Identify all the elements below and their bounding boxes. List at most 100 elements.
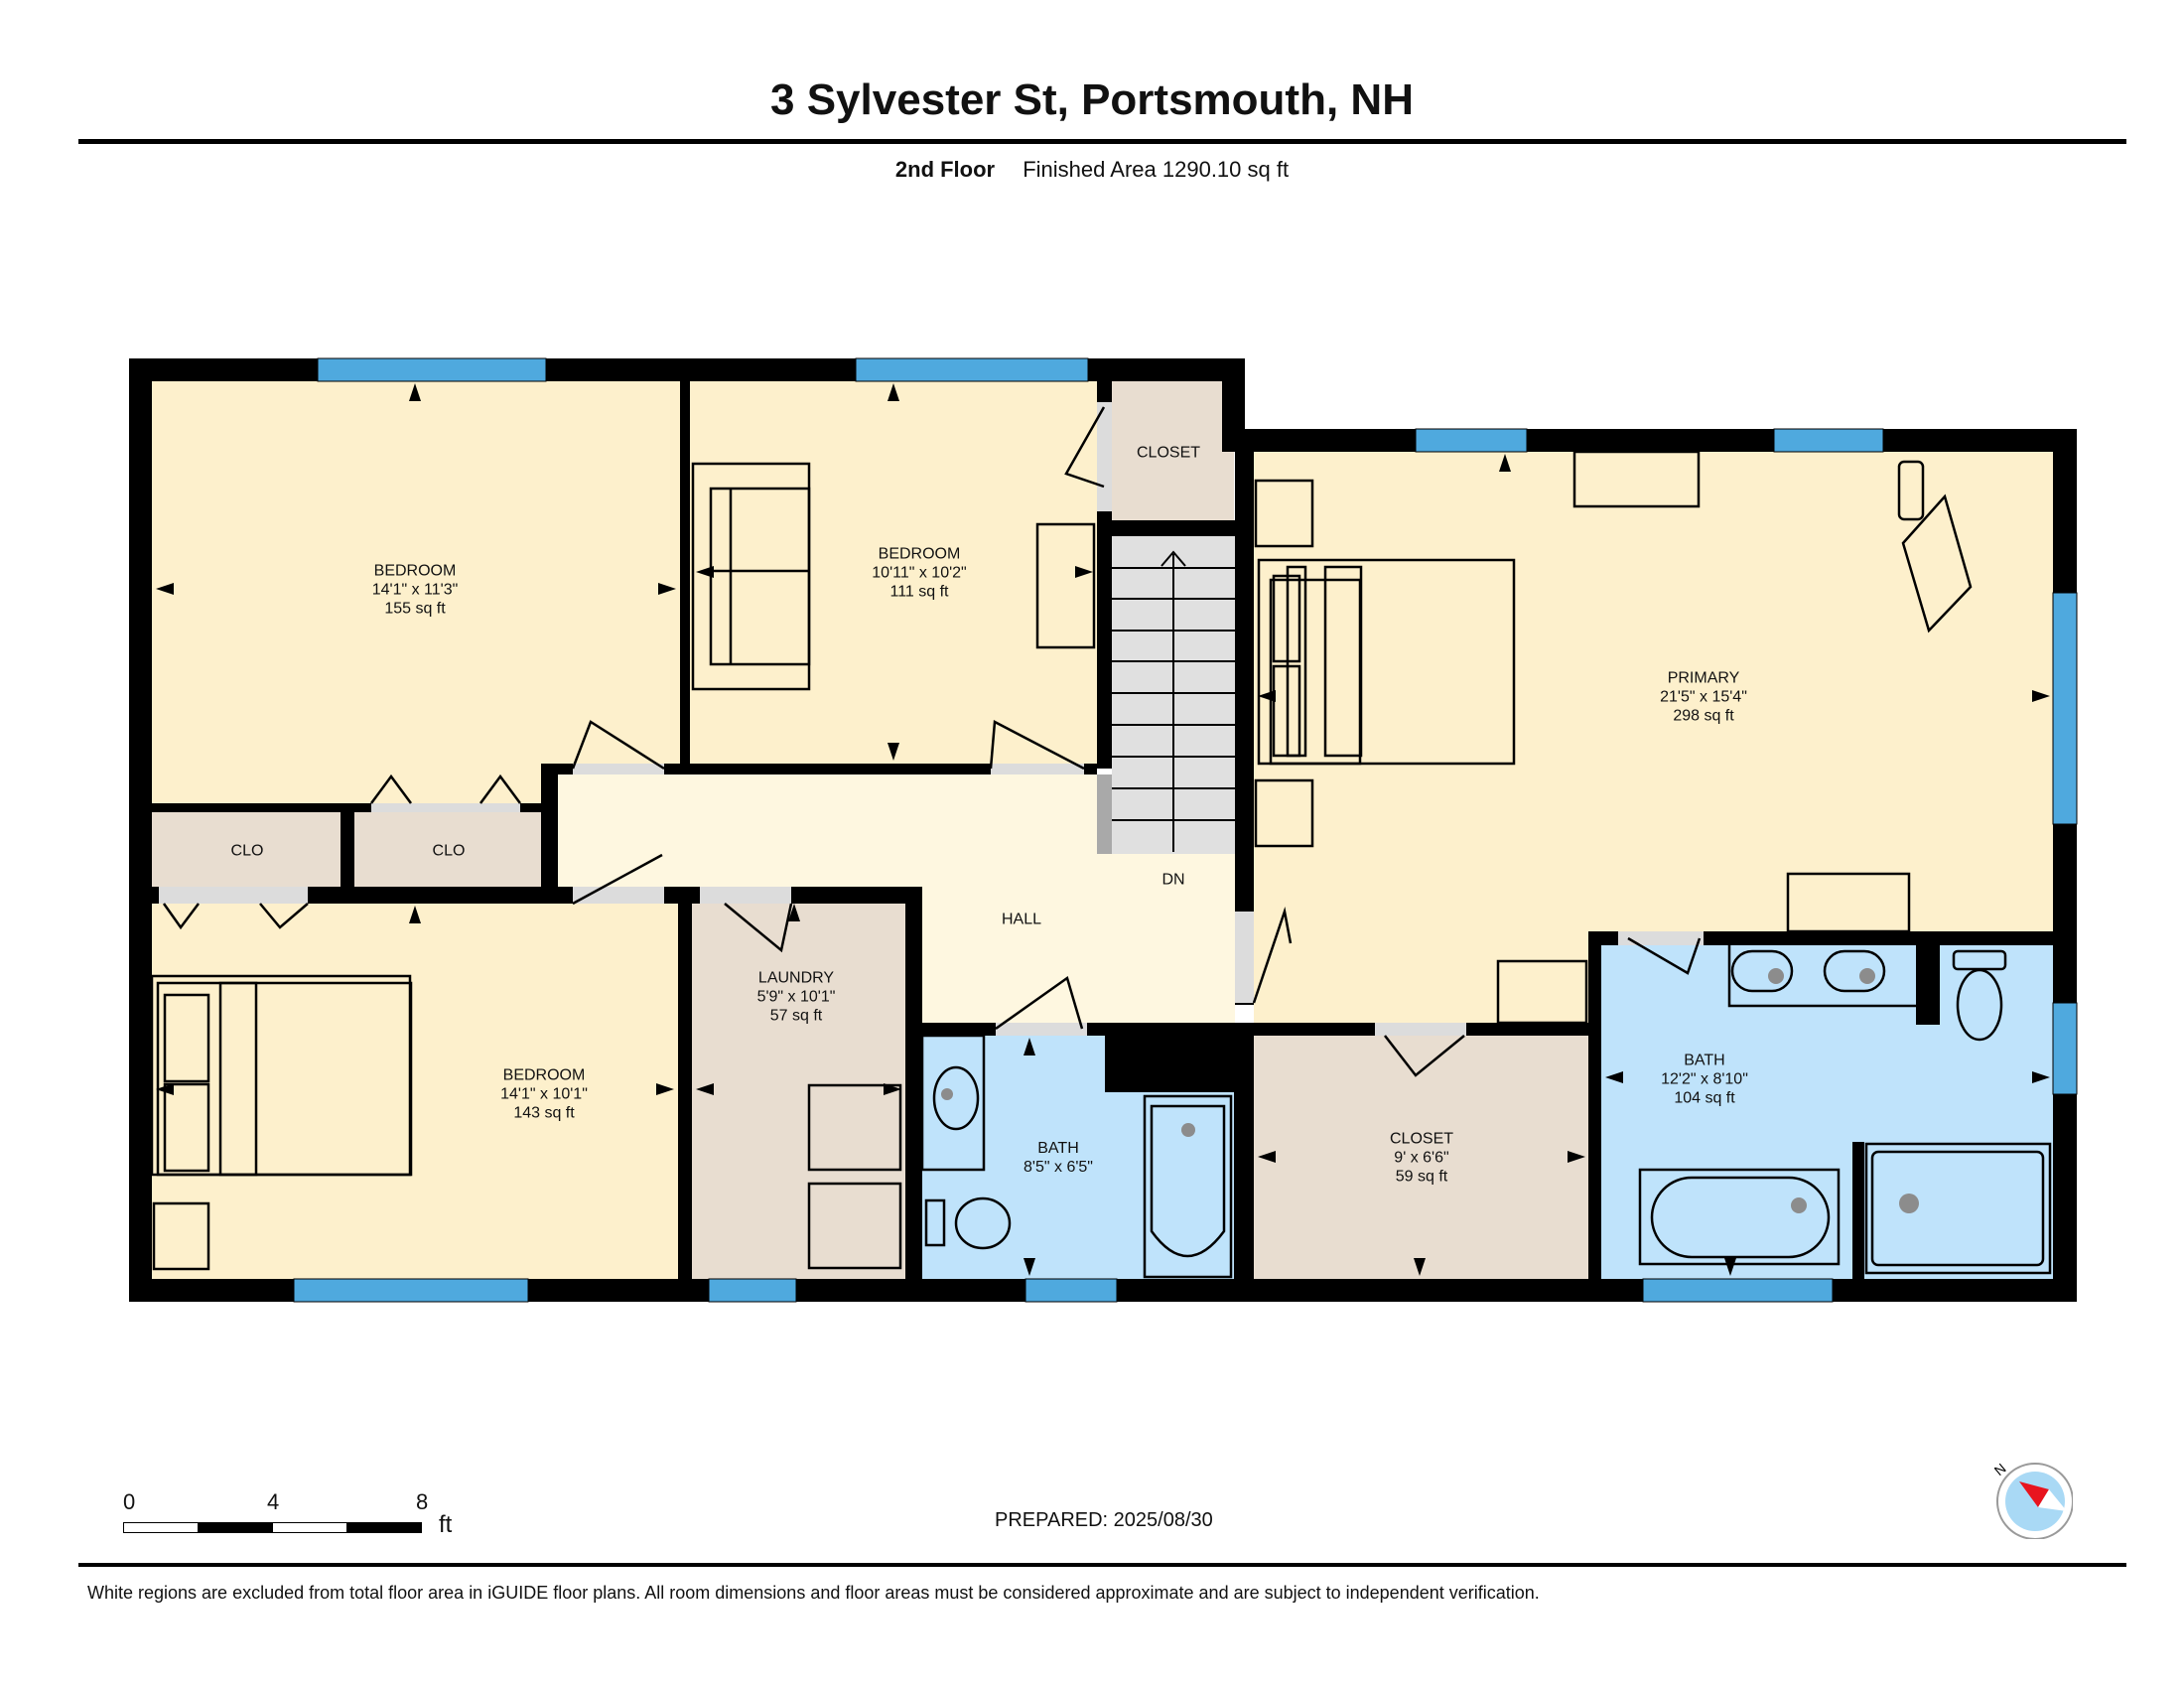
room-name: BEDROOM: [502, 1066, 586, 1084]
bed: [1257, 558, 1516, 766]
room-name: BEDROOM: [878, 545, 961, 563]
room-area: 155 sq ft: [384, 600, 446, 618]
fixture-taps: [941, 968, 1919, 1213]
sink: [1823, 949, 1886, 993]
room-label-bedroom-sw: BEDROOM 14'1" x 10'1" 143 sq ft: [500, 1066, 588, 1123]
room-dims: 10'11" x 10'2": [872, 564, 967, 582]
room-label-bath-hall: BATH 8'5" x 6'5": [1024, 1139, 1093, 1177]
room-area: 104 sq ft: [1674, 1089, 1735, 1107]
room-name: HALL: [1001, 911, 1042, 928]
room-name: CLOSET: [1136, 444, 1201, 462]
room-name: BEDROOM: [373, 562, 457, 580]
window: [1773, 428, 1884, 453]
scale-segment: [272, 1522, 347, 1533]
room-area: 57 sq ft: [769, 1007, 823, 1025]
prepared-date: PREPARED: 2025/08/30: [995, 1509, 1213, 1531]
windows: [293, 357, 2078, 1303]
washer: [807, 1083, 902, 1172]
room-label-laundry: LAUNDRY 5'9" x 10'1" 57 sq ft: [757, 969, 836, 1026]
scale-segment: [346, 1522, 422, 1533]
room-dims: 8'5" x 6'5": [1024, 1159, 1093, 1176]
door-openings: [159, 402, 1704, 1036]
room-dims: 21'5" x 15'4": [1660, 688, 1747, 706]
room-area: 111 sq ft: [889, 583, 949, 601]
window: [2052, 592, 2078, 825]
scale-unit: ft: [439, 1511, 453, 1538]
dryer: [807, 1182, 902, 1270]
window: [1415, 428, 1528, 453]
room-bedroom-n: [690, 381, 1097, 764]
room-name: CLO: [432, 842, 466, 860]
door-swings: [162, 406, 1702, 1077]
bench: [1496, 959, 1588, 1025]
window: [293, 1278, 529, 1303]
room-clo-1: [152, 812, 341, 887]
furniture: [150, 450, 2052, 1279]
room-dims: 5'9" x 10'1": [756, 988, 836, 1006]
room-label-primary: PRIMARY 21'5" x 15'4" 298 sq ft: [1660, 669, 1747, 726]
room-dims: 14'1" x 10'1": [500, 1085, 588, 1103]
room-primary: [1254, 452, 2053, 1023]
scale-tick-8: 8: [416, 1489, 429, 1514]
room-label-bedroom-n: BEDROOM 10'11" x 10'2" 111 sq ft: [872, 545, 966, 602]
room-area: 59 sq ft: [1395, 1168, 1448, 1186]
scale-segment: [123, 1522, 199, 1533]
room-label-closet-s: CLOSET 9' x 6'6" 59 sq ft: [1390, 1130, 1453, 1187]
room-dims: 14'1" x 11'3": [371, 581, 459, 599]
toilet: [954, 1196, 1012, 1250]
floor-name: 2nd Floor: [894, 157, 996, 182]
nightstand: [1254, 479, 1314, 548]
bathtub: [1638, 1168, 1841, 1266]
window: [1024, 1278, 1118, 1303]
scale-tick-4: 4: [267, 1489, 280, 1514]
room-bath-hall-tub: [1143, 1092, 1234, 1279]
disclaimer-text: White regions are excluded from total fl…: [87, 1583, 1540, 1603]
room-laundry: [692, 904, 905, 1279]
dresser: [1786, 872, 1911, 933]
window: [708, 1278, 797, 1303]
room-name: LAUNDRY: [757, 969, 835, 987]
stair-treads: [1112, 550, 1235, 852]
compass-icon: N: [1991, 1460, 2074, 1540]
room-name: BATH: [1684, 1052, 1725, 1069]
scale-bar: 0 4 8 ft: [123, 1489, 452, 1549]
room-label-hall: HALL: [1002, 911, 1041, 929]
room-area: 298 sq ft: [1673, 707, 1734, 725]
room-name: DN: [1161, 871, 1185, 889]
room-closet-n: [1111, 381, 1234, 520]
room-bedroom-nw: [152, 381, 680, 810]
room-label-stairs-down: DN: [1161, 871, 1184, 890]
shower: [1864, 1142, 2052, 1275]
footer-divider: [78, 1563, 2126, 1567]
room-label-bath-primary: BATH 12'2" x 8'10" 104 sq ft: [1661, 1052, 1748, 1108]
armchair: [1901, 493, 1973, 633]
scale-segment: [198, 1522, 273, 1533]
toilet: [1956, 968, 2003, 1042]
room-label-clo-2: CLO: [433, 842, 466, 861]
window: [317, 357, 547, 382]
nightstand: [152, 1201, 210, 1271]
room-label-clo-1: CLO: [231, 842, 264, 861]
window: [2052, 1002, 2078, 1095]
page-title: 3 Sylvester St, Portsmouth, NH: [770, 75, 1414, 124]
vanity: [920, 1034, 986, 1172]
room-bedroom-sw: [152, 904, 678, 1279]
room-clo-2: [354, 812, 543, 887]
floor-subtitle: 2nd Floor Finished Area 1290.10 sq ft: [0, 157, 2184, 183]
dresser: [1572, 450, 1701, 508]
room-fills: [152, 381, 2053, 1279]
window: [1642, 1278, 1834, 1303]
room-area: 143 sq ft: [513, 1104, 575, 1122]
vanity: [1727, 939, 1916, 1008]
room-label-closet-n: CLOSET: [1137, 444, 1200, 463]
room-name: PRIMARY: [1667, 669, 1740, 687]
room-name: CLOSET: [1389, 1130, 1454, 1148]
scale-tick-0: 0: [123, 1489, 136, 1514]
side-table: [1897, 460, 1925, 521]
headboard: [218, 981, 258, 1177]
desk: [1035, 522, 1096, 649]
room-dims: 12'2" x 8'10": [1661, 1070, 1748, 1088]
nightstand: [1254, 778, 1314, 848]
room-label-bedroom-nw: BEDROOM 14'1" x 11'3" 155 sq ft: [372, 562, 459, 619]
